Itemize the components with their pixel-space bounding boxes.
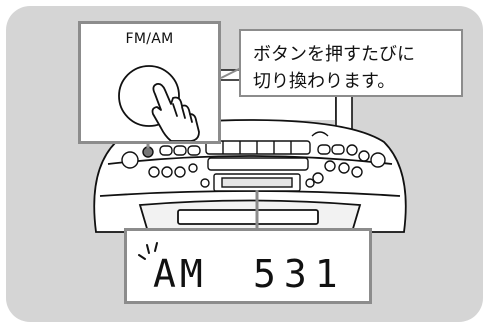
fm-am-physical-button — [142, 146, 154, 158]
band-readout: AM — [153, 252, 207, 296]
fm-am-callout: FM/AM — [78, 21, 221, 144]
note-line: 切り換わります。 — [253, 71, 396, 92]
control-buttons — [121, 131, 386, 192]
pointing-hand-icon — [151, 82, 200, 141]
blink-indicator-icon — [138, 242, 158, 260]
lcd-display-callout: AM 531 — [124, 228, 372, 304]
button-press-graphic — [118, 65, 200, 141]
fm-am-label: FM/AM — [125, 31, 174, 47]
frequency-readout: 531 — [253, 252, 346, 296]
note-line: ボタンを押すたびに — [253, 44, 415, 65]
lcd-display: AM 531 — [138, 242, 346, 296]
note-pointer — [220, 67, 242, 79]
instruction-note: ボタンを押すたびに 切り換わります。 — [239, 29, 463, 97]
